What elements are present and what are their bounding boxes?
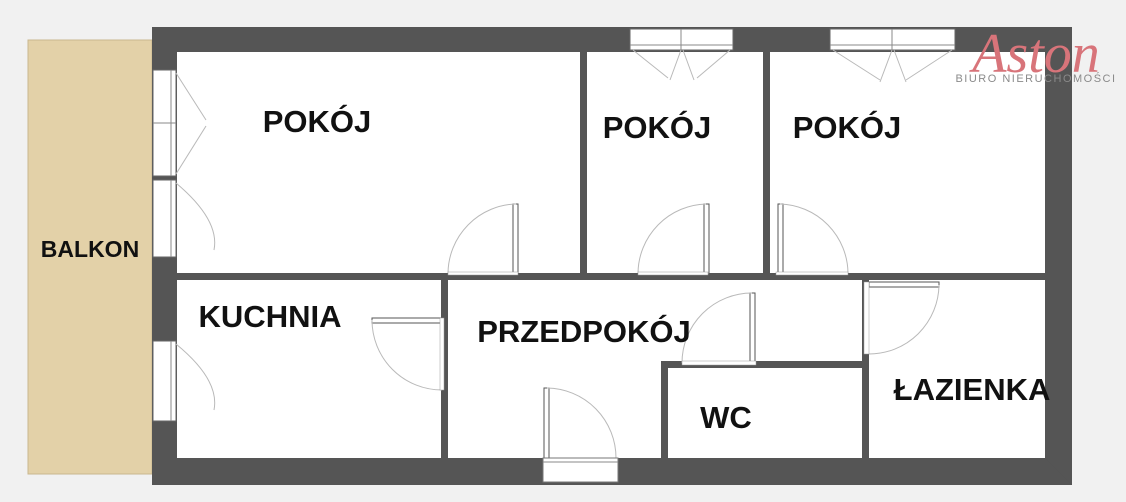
door-kuchnia (371, 317, 445, 391)
label-kuchnia: KUCHNIA (199, 299, 342, 334)
door-pokoj-1 (447, 203, 519, 276)
floor-pokoj-3 (770, 52, 1045, 273)
door-pokoj-2 (637, 203, 710, 276)
label-pokoj-3: POKÓJ (793, 109, 902, 145)
label-lazienka: ŁAZIENKA (894, 372, 1051, 407)
window-left-1 (152, 69, 207, 177)
door-lazienka (863, 281, 940, 355)
floor-pokoj-2 (587, 52, 763, 273)
logo-name: Aston (968, 23, 1100, 85)
wall-corner-right (1045, 458, 1072, 485)
label-pokoj-1: POKÓJ (263, 103, 372, 139)
label-przedpokoj: PRZEDPOKÓJ (477, 313, 691, 349)
balcony-area (27, 39, 153, 475)
window-top-2 (829, 28, 956, 83)
floor-pokoj-1 (177, 52, 580, 273)
label-balkon: BALKON (41, 236, 139, 262)
window-top-1 (629, 28, 734, 81)
floor-przedpokoj-upper (448, 280, 862, 361)
floor-lazienka (869, 280, 1045, 458)
window-left-2 (152, 179, 216, 258)
window-left-3 (152, 340, 216, 422)
door-pokoj-3 (775, 203, 849, 276)
door-entrance (542, 387, 619, 483)
floor-wc (668, 368, 862, 458)
door-wc (681, 292, 757, 366)
logo-tagline: BIURO NIERUCHOMOŚCI (955, 72, 1116, 85)
floor-kuchnia (177, 280, 441, 458)
aston-logo: Aston BIURO NIERUCHOMOŚCI (955, 23, 1116, 85)
floor-przedpokoj-lower (448, 361, 661, 458)
label-pokoj-2: POKÓJ (603, 109, 712, 145)
label-wc: WC (700, 400, 752, 435)
